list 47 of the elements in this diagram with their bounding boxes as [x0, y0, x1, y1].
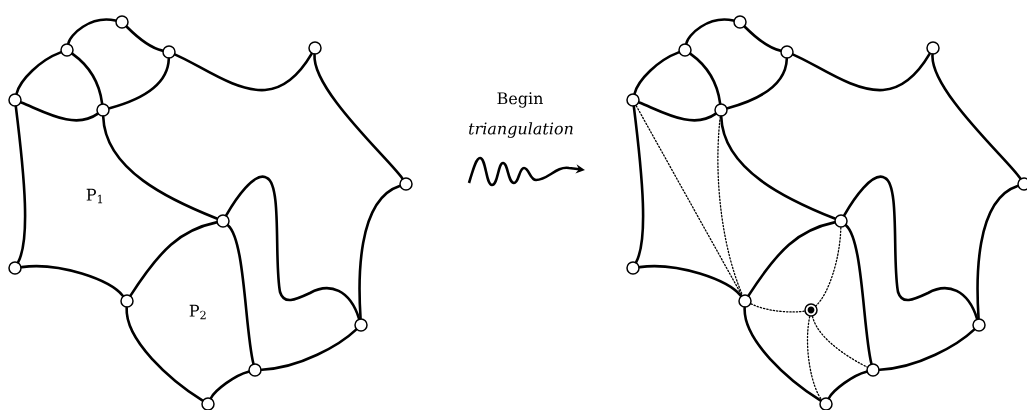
graph-edge — [19, 101, 99, 122]
graph-edge — [976, 184, 1019, 320]
graph-edge — [358, 184, 401, 320]
graph-edge — [15, 51, 62, 95]
dotted-edge — [635, 105, 743, 296]
graph-edge — [747, 221, 836, 297]
graph-edge — [226, 224, 255, 365]
graph-edge — [209, 370, 250, 400]
graph-edge — [685, 18, 735, 45]
region-label: P$_{2}$ — [189, 304, 206, 320]
dotted-edge — [811, 315, 868, 368]
graph-edge — [108, 57, 171, 110]
graph-edge — [71, 52, 104, 105]
graph-edge — [260, 328, 358, 371]
graph-edge — [632, 105, 645, 264]
graph-edge — [125, 306, 204, 402]
graph-edge — [67, 18, 117, 45]
graph-edge — [791, 52, 931, 92]
graph-edge — [931, 53, 1022, 180]
caption-text: Begin — [497, 92, 543, 108]
caption-text: triangulation — [469, 122, 573, 138]
region-label: P$_{1}$ — [86, 188, 103, 204]
graph-edge — [14, 105, 27, 264]
graph-edge — [743, 306, 822, 402]
dotted-edge — [750, 303, 805, 313]
dotted-edge — [717, 116, 743, 296]
graph-edge — [101, 115, 219, 220]
graph-edge — [129, 221, 218, 297]
graph-edge — [719, 115, 837, 220]
graph-edge — [20, 265, 125, 298]
graph-edge — [827, 370, 868, 400]
graph-edge — [225, 175, 361, 320]
graph-edge — [638, 265, 743, 298]
graph-edge — [313, 53, 404, 180]
graph-edge — [843, 175, 979, 320]
graph-edge — [173, 52, 313, 92]
dotted-edge — [815, 227, 842, 307]
graph-edge — [844, 224, 873, 365]
graph-edge — [743, 25, 782, 52]
centre-vertex — [804, 303, 818, 317]
graph-edge — [633, 51, 680, 95]
graph-edge — [638, 101, 717, 122]
graph-edge — [726, 57, 789, 110]
graph-edge — [689, 52, 722, 105]
dotted-edge — [806, 315, 823, 400]
graph-edge — [878, 328, 976, 371]
graph-edge — [125, 25, 164, 52]
